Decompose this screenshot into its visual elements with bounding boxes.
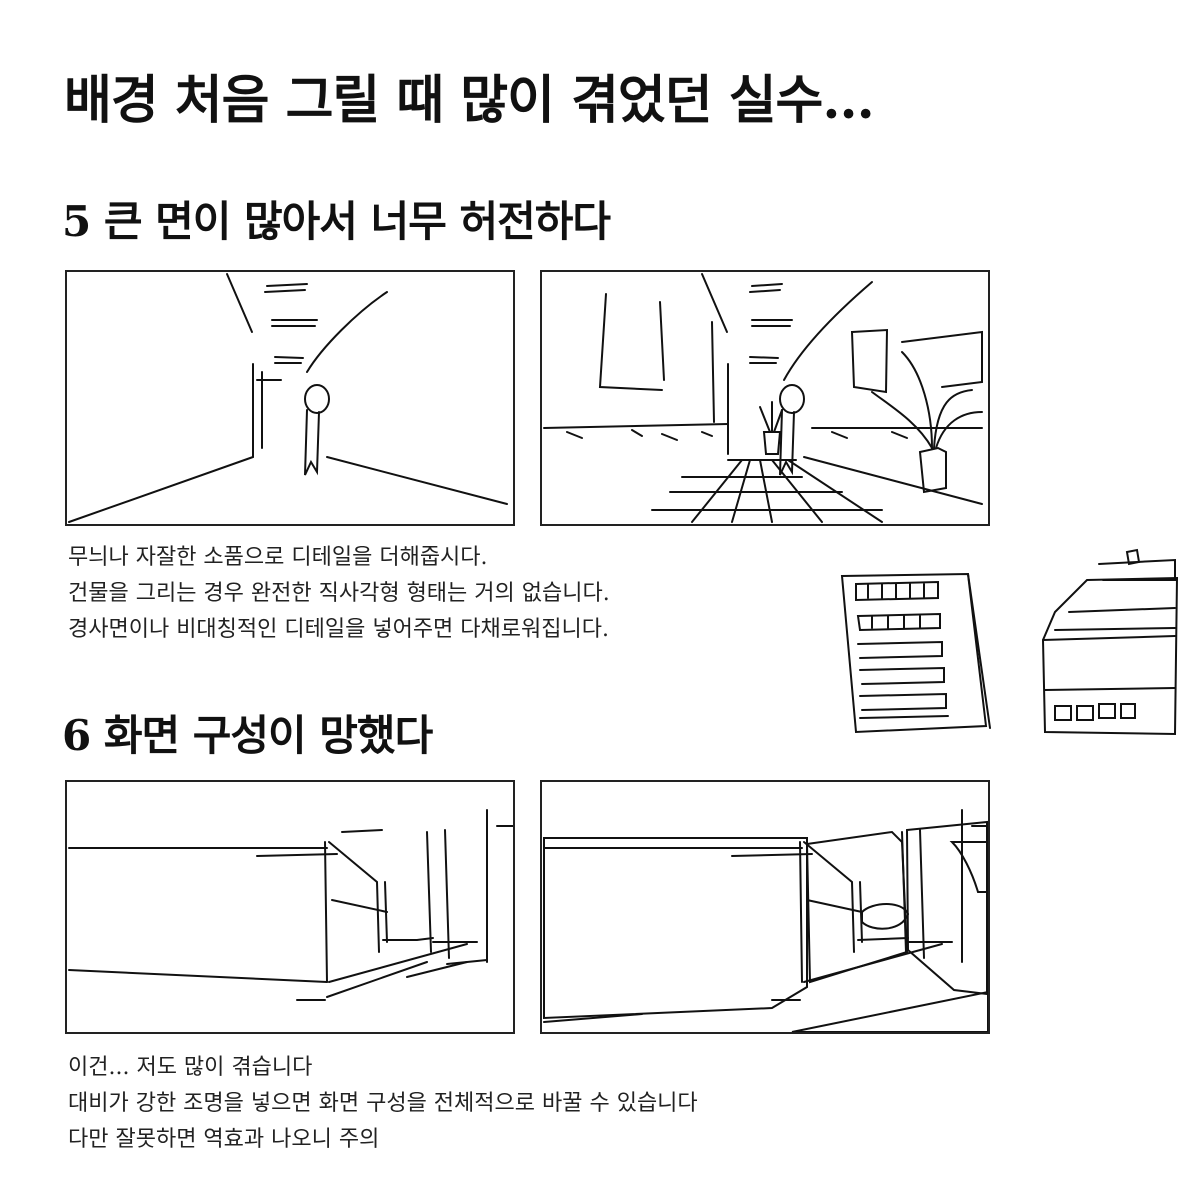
text-line: 이건... 저도 많이 겪습니다	[68, 1055, 313, 1080]
section-6-body: 이건... 저도 많이 겪습니다 대비가 강한 조명을 넣으면 화면 구성을 전…	[68, 1050, 698, 1158]
section-6-heading: 6 화면 구성이 망했다	[62, 711, 433, 760]
text-line: 경사면이나 비대칭적인 디테일을 넣어주면 다채로워집니다.	[68, 617, 609, 642]
street-panel-lit	[540, 780, 990, 1034]
hallway-panel-plain	[65, 270, 515, 526]
page-title: 배경 처음 그릴 때 많이 겪었던 실수...	[64, 70, 875, 131]
section-5-body: 무늬나 자잘한 소품으로 디테일을 더해줍시다. 건물을 그리는 경우 완전한 …	[68, 540, 610, 648]
text-line: 무늬나 자잘한 소품으로 디테일을 더해줍시다.	[68, 545, 488, 570]
building-sketch-front	[838, 568, 998, 740]
section-5-heading: 5 큰 면이 많아서 너무 허전하다	[62, 197, 611, 246]
street-panel-plain	[65, 780, 515, 1034]
building-sketch-angled	[1025, 540, 1185, 740]
text-line: 다만 잘못하면 역효과 나오니 주의	[68, 1127, 380, 1152]
text-line: 건물을 그리는 경우 완전한 직사각형 형태는 거의 없습니다.	[68, 581, 610, 606]
hallway-panel-detailed	[540, 270, 990, 526]
text-line: 대비가 강한 조명을 넣으면 화면 구성을 전체적으로 바꿀 수 있습니다	[68, 1091, 698, 1116]
